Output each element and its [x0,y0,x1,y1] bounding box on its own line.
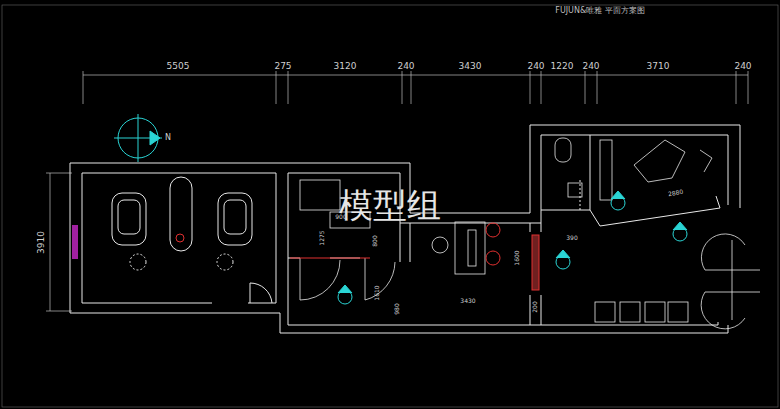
dimension: 240 [397,62,414,71]
dimension: 1220 [551,62,574,71]
dimension: 275 [274,62,291,71]
salon-chairs [112,177,272,303]
dimension: 240 [527,62,544,71]
dimension: 240 [582,62,599,71]
dimension: 3430 [459,62,482,71]
dimension: 3910 [37,231,46,254]
red-fixtures [290,223,539,290]
north-label: N [165,134,171,142]
walls [70,125,740,333]
fixture-dot [176,234,184,242]
sheet-frame [2,5,778,407]
dimension: 2880 [668,189,684,198]
dimension: 3120 [334,62,357,71]
dimension: 1600 [514,250,520,265]
wall-strip [72,225,78,259]
dimension: 390 [566,235,577,241]
dimension: 900 [335,214,346,220]
dimension: 240 [734,62,751,71]
dimension: 980 [394,303,400,314]
dimension-chain [46,71,748,311]
dimension: 1610 [374,285,380,300]
dimension: 1275 [319,230,325,245]
dimension: 3710 [647,62,670,71]
watermark: 模型组 [339,188,441,222]
dimension: 200 [532,301,538,312]
dimension: 3430 [460,298,475,304]
middle-furniture [300,138,760,329]
dimension: 800 [372,235,378,246]
dimension: 5505 [167,62,190,71]
drawing-title: FUJUN&唯雅 平面方案图 [555,7,644,15]
north-arrow [114,114,162,162]
